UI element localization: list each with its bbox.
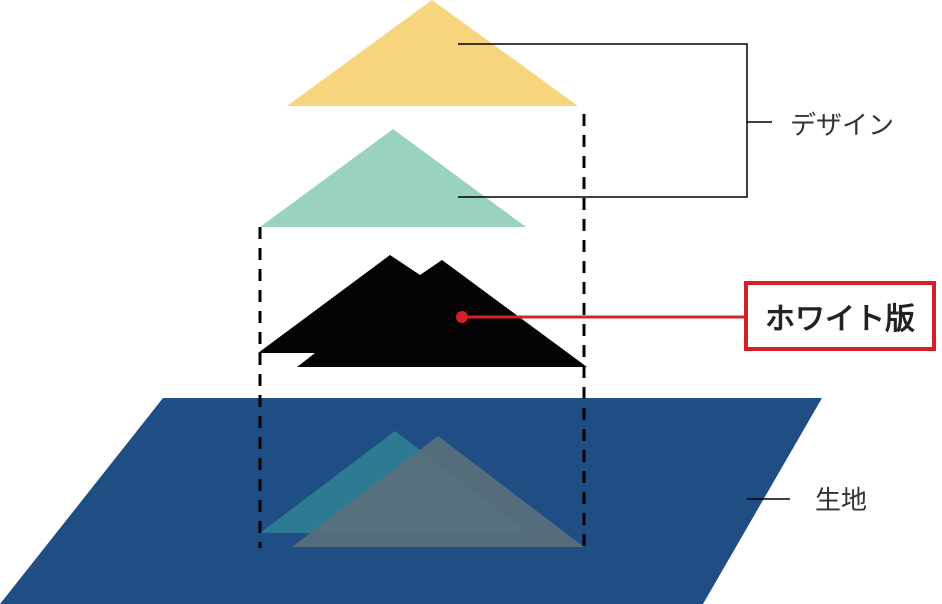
white-plate-marker [456, 311, 468, 323]
design-top-triangle [287, 0, 578, 106]
white-plate-label-box: ホワイト版 [744, 281, 936, 351]
white-plate-shape [258, 255, 587, 367]
design-bracket [458, 43, 748, 198]
design-label: デザイン [790, 111, 895, 141]
white-plate-label: ホワイト版 [765, 302, 915, 337]
design-middle-triangle [260, 129, 526, 227]
fabric-label: 生地 [815, 486, 868, 516]
fabric-print-gray [292, 436, 584, 547]
